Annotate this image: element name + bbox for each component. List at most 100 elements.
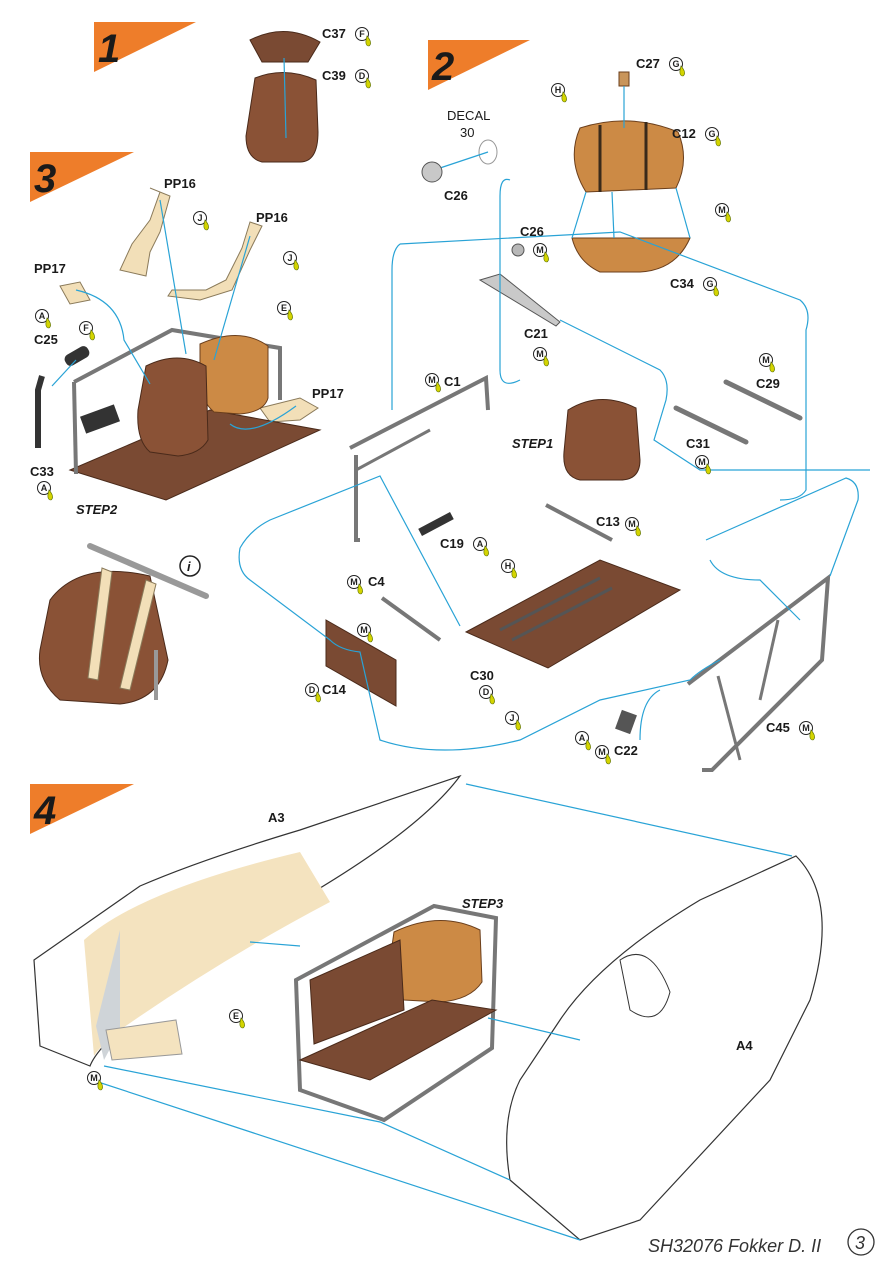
fuselage-a3-floor-plate (105, 1019, 183, 1061)
step-2-number: 2 (431, 45, 454, 89)
paint-code-badge: J (193, 211, 209, 231)
guide-line (499, 178, 521, 384)
paint-code-badge: J (505, 711, 521, 731)
guide-line (75, 289, 151, 385)
paint-code-letter: D (359, 71, 366, 81)
paint-code-circle (759, 353, 773, 367)
step4-tank (389, 920, 483, 1003)
paint-code-letter: J (287, 253, 292, 263)
paint-code-badge: E (277, 301, 293, 321)
paint-drop-icon (605, 753, 611, 765)
step-3-assembly: PP16 PP16 PP17 PP17 C25 C33 STEP2 i (30, 176, 344, 705)
label-c27: C27 (636, 56, 660, 71)
paint-code-letter: E (281, 303, 287, 313)
label-c25: C25 (34, 332, 58, 347)
paint-drop-icon (769, 361, 775, 373)
paint-code-circle (575, 731, 589, 745)
paint-code-badge: M (357, 623, 373, 643)
label-c45: C45 (766, 720, 790, 735)
step-1-orange-triangle (94, 22, 196, 72)
paint-code-badge: G (669, 57, 685, 77)
paint-code-letter: M (536, 349, 544, 359)
guide-line (103, 1065, 511, 1181)
frame-c45-strut (716, 675, 742, 761)
guide-line (439, 151, 489, 169)
paint-code-letter: M (718, 205, 726, 215)
label-c33: C33 (30, 464, 54, 479)
label-a4: A4 (736, 1038, 753, 1053)
paint-drop-icon (315, 691, 321, 703)
guide-line (391, 243, 401, 410)
paint-drop-icon (357, 583, 363, 595)
paint-code-badge: M (625, 517, 641, 537)
paint-code-letter: G (706, 279, 713, 289)
guide-line (465, 783, 793, 857)
paint-code-circle (229, 1009, 243, 1023)
paint-drop-icon (45, 317, 51, 329)
info-belt-right (119, 579, 157, 691)
paint-drop-icon (367, 631, 373, 643)
paint-drop-icon (287, 309, 293, 321)
guide-line (213, 235, 251, 361)
rod-c4 (380, 596, 442, 642)
paint-drop-icon (543, 355, 549, 367)
paint-drop-icon (511, 567, 517, 579)
paint-drop-icon (515, 719, 521, 731)
guide-line (238, 547, 721, 751)
paint-code-badge: M (715, 203, 731, 223)
label-c19: C19 (440, 536, 464, 551)
frame-c1 (349, 374, 490, 450)
bracket-c21 (478, 273, 561, 327)
paint-drop-icon (715, 135, 721, 147)
guide-line (709, 559, 801, 621)
paint-code-circle (35, 309, 49, 323)
guide-line (675, 187, 691, 239)
label-c4: C4 (368, 574, 385, 589)
paint-drop-icon (89, 329, 95, 341)
step-2-assembly: DECAL 30 C26 C27 C12 C34 C26 C21 C29 C31… (238, 56, 870, 772)
paint-code-badge: F (79, 321, 95, 341)
panel-c14 (325, 619, 397, 707)
guide-line (487, 1017, 581, 1041)
paint-code-badge: M (87, 1071, 103, 1091)
paint-drop-icon (489, 693, 495, 705)
step3-frame-leg (72, 381, 78, 475)
paint-code-circle (551, 83, 565, 97)
step3-pump (80, 404, 120, 434)
paint-code-badge: M (533, 243, 549, 263)
paint-code-badge: D (305, 683, 321, 703)
label-c1: C1 (444, 374, 461, 389)
info-belt-left (87, 567, 113, 681)
paint-drop-icon (365, 77, 371, 89)
step3-tank (199, 335, 269, 415)
lap-belt-pp17-left (59, 281, 91, 305)
label-pp16-right: PP16 (256, 210, 288, 225)
step4-floor (298, 999, 498, 1081)
step-3-orange-triangle (30, 152, 134, 202)
floor-board (464, 559, 682, 669)
paint-code-circle (347, 575, 361, 589)
page-number: 3 (855, 1233, 865, 1253)
paint-code-circle (799, 721, 813, 735)
label-c26-fitting: C26 (520, 224, 544, 239)
step-2-orange-triangle (428, 40, 530, 90)
paint-drop-icon (725, 211, 731, 223)
paint-code-letter: M (536, 245, 544, 255)
paint-drop-icon (713, 285, 719, 297)
paint-code-circle (703, 277, 717, 291)
step4-cockpit-frame (293, 903, 499, 1123)
grip-c25 (64, 346, 90, 366)
paint-code-circle (505, 711, 519, 725)
step-3-banner: 3 (30, 152, 134, 202)
paint-drop-icon (435, 381, 441, 393)
paint-code-letter: M (802, 723, 810, 733)
page-footer: SH32076 Fokker D. II 3 (648, 1228, 875, 1256)
decal-label-line1: DECAL (447, 108, 490, 123)
fitting-c26 (511, 243, 525, 257)
paint-code-badge: M (533, 347, 549, 367)
guide-line (159, 199, 187, 355)
seat-cushion-c37 (249, 31, 321, 63)
paint-code-letter: M (360, 625, 368, 635)
label-pp17-left: PP17 (34, 261, 66, 276)
